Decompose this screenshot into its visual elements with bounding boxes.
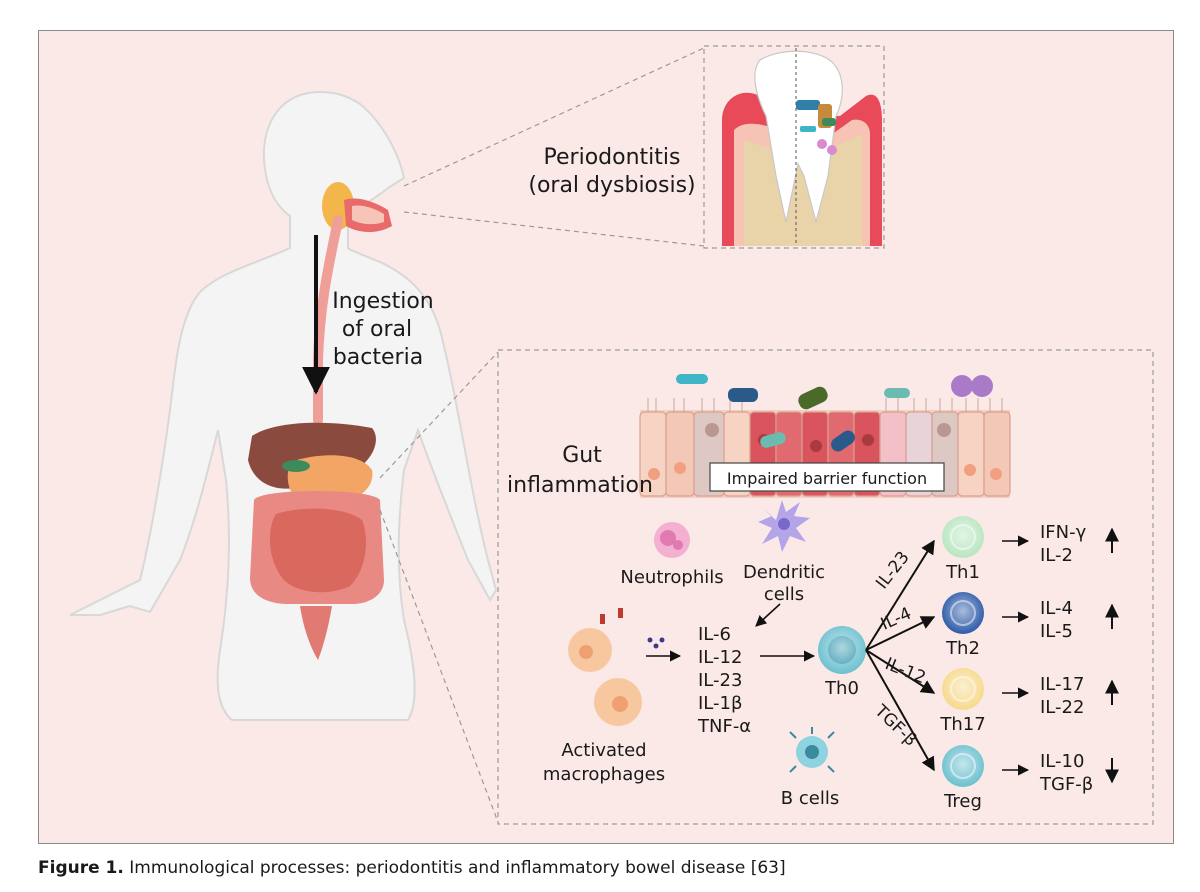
cytokine-item: IL-1β — [698, 693, 742, 714]
branch-th1: IL-23 Th1 IFN-γIL-2 — [865, 516, 1119, 651]
th-cell-shine — [942, 668, 984, 710]
gut-label-1: Gut — [562, 443, 602, 468]
th-cell-label: Th1 — [945, 562, 980, 583]
output-cytokine: IL-10 — [1040, 751, 1084, 772]
output-cytokine: IL-2 — [1040, 545, 1073, 566]
ingestion-label-1: Ingestion — [332, 289, 434, 314]
digestive-organs — [248, 422, 384, 660]
th0-cell — [818, 626, 866, 674]
cytokine-item: IL-6 — [698, 624, 731, 645]
th-cell-label: Th2 — [945, 638, 980, 659]
output-cytokine: IL-5 — [1040, 621, 1073, 642]
th-cell-label: Th17 — [939, 714, 985, 735]
cytokine-item: IL-23 — [698, 670, 742, 691]
branch-arrow-label: IL-23 — [872, 548, 914, 593]
gut-inset-box — [497, 349, 1154, 825]
gut-label-2: inflammation — [507, 473, 653, 498]
neutrophil-cell — [654, 522, 690, 558]
b-cells-label: B cells — [781, 788, 839, 809]
human-body — [69, 90, 498, 721]
mouth-region — [322, 182, 392, 232]
macrophages-label-2: macrophages — [543, 764, 665, 785]
output-cytokine: TGF-β — [1039, 774, 1093, 795]
th-cell-shine — [942, 745, 984, 787]
esophagus — [313, 215, 343, 425]
b-cell — [789, 727, 835, 773]
th0-label: Th0 — [824, 678, 859, 699]
th-cell-label: Treg — [943, 791, 982, 812]
ingestion-label-2: of oral — [342, 317, 412, 342]
cytokine-item: IL-12 — [698, 647, 742, 668]
branch-arrow — [865, 649, 936, 694]
barrier-label-box — [709, 462, 945, 492]
branch-arrow — [865, 649, 935, 772]
output-cytokine: IL-17 — [1040, 674, 1084, 695]
ingestion-label-3: bacteria — [333, 345, 423, 370]
branch-arrow-label: TGF-β — [870, 701, 921, 751]
dendritic-cell — [758, 500, 810, 552]
branch-arrow-label: IL-12 — [882, 654, 928, 688]
dendritic-label-1: Dendritic — [743, 562, 825, 583]
bacteria — [676, 374, 993, 452]
th-cell-shine — [942, 516, 984, 558]
periodontitis-label: Periodontitis — [544, 145, 681, 170]
output-cytokine: IFN-γ — [1040, 522, 1087, 543]
tooth-inset-box — [703, 45, 885, 249]
neutrophils-label: Neutrophils — [620, 567, 723, 588]
th-cell-shine — [942, 592, 984, 634]
tooth-illustration — [722, 48, 882, 246]
barrier-label: Impaired barrier function — [727, 469, 927, 488]
dendritic-label-2: cells — [764, 584, 804, 605]
oral-dysbiosis-label: (oral dysbiosis) — [528, 173, 695, 198]
macrophage-cells — [568, 608, 665, 726]
branch-arrow — [865, 616, 936, 651]
caption-text: Immunological processes: periodontitis a… — [129, 858, 786, 878]
output-cytokine: IL-4 — [1040, 598, 1073, 619]
macrophages-label-1: Activated — [561, 740, 646, 761]
branch-arrow — [865, 539, 935, 651]
cytokine-item: TNF-α — [697, 716, 751, 737]
caption-label: Figure 1. — [38, 858, 124, 878]
figure-caption: Figure 1. Immunological processes: perio… — [38, 858, 786, 878]
output-cytokine: IL-22 — [1040, 697, 1084, 718]
